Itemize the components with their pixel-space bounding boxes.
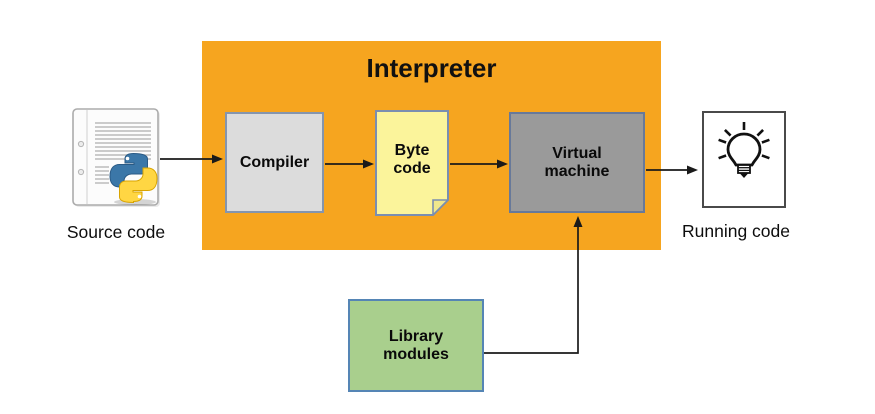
snake-eye	[125, 156, 130, 161]
document-text-lines	[95, 122, 151, 184]
lightbulb-glass	[726, 132, 762, 167]
punch-hole-icon	[77, 168, 85, 176]
byte-code-node	[375, 110, 449, 216]
compiler-node: Compiler	[225, 112, 324, 213]
byte-code-label-wrap: Byte code	[375, 110, 449, 210]
running-code-label: Running code	[682, 221, 790, 241]
snake-eye	[137, 194, 142, 199]
lightbulb-rays	[718, 122, 770, 160]
lightbulb-screw-base	[737, 164, 751, 174]
python-logo-yellow-snake	[119, 167, 158, 204]
python-source-file-icon	[72, 108, 160, 207]
virtual-machine-label: Virtual machine	[544, 144, 610, 180]
lightbulb-icon	[718, 122, 770, 178]
source-code-label: Source code	[66, 222, 166, 242]
python-logo-icon	[109, 152, 158, 205]
interpreter-title: Interpreter	[366, 53, 497, 83]
compiler-label: Compiler	[239, 153, 310, 171]
byte-code-note-fold	[432, 199, 449, 216]
library-modules-node: Library modules	[348, 299, 484, 392]
byte-code-label: Byte code	[393, 142, 431, 177]
punch-hole-icon	[77, 140, 85, 148]
lightbulb-tip	[739, 173, 749, 178]
library-modules-label: Library modules	[383, 327, 449, 363]
virtual-machine-node: Virtual machine	[509, 112, 645, 213]
